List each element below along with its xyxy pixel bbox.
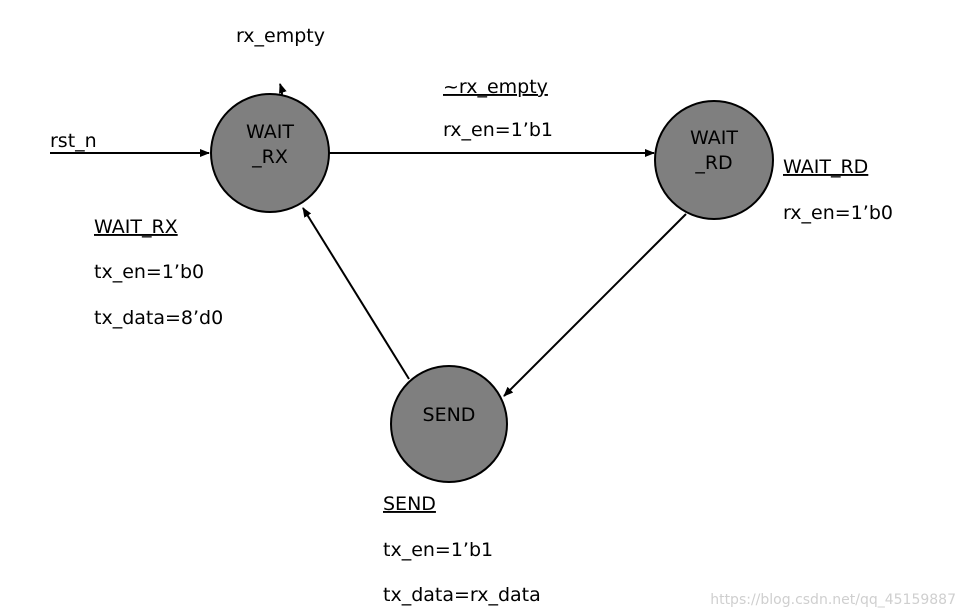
wait-rd-outputs-line1: rx_en=1’b0 [783, 202, 893, 224]
edge-send-to-wait-rx [302, 207, 410, 380]
send-outputs-line1: tx_en=1’b1 [383, 539, 493, 561]
reset-label: rst_n [50, 130, 97, 152]
wait-rd-outputs-title: WAIT_RD [783, 156, 868, 178]
state-wait-rd: WAIT _RD [654, 100, 774, 220]
state-wait-rd-circle [654, 100, 774, 220]
wait-rx-outputs-line1: tx_en=1’b0 [94, 261, 204, 283]
wait-rd-outputs: WAIT_RD rx_en=1’b0 [783, 156, 893, 224]
self-loop-label: rx_empty [236, 25, 325, 47]
state-wait-rx-label-line2: _RX [251, 146, 288, 168]
state-wait-rx: WAIT _RX [210, 93, 330, 213]
send-outputs: SEND tx_en=1’b1 tx_data=rx_data [383, 493, 541, 606]
transition-action-label: rx_en=1’b1 [443, 119, 553, 141]
state-wait-rx-circle [210, 93, 330, 213]
state-send-circle [390, 365, 508, 483]
send-outputs-line2: tx_data=rx_data [383, 584, 541, 606]
state-send: SEND [390, 365, 508, 483]
send-outputs-title: SEND [383, 493, 436, 515]
edge-wait-rd-to-send [503, 213, 687, 397]
watermark: https://blog.csdn.net/qq_45159887 [710, 592, 956, 608]
wait-rx-outputs-title: WAIT_RX [94, 216, 178, 238]
state-wait-rd-label-line2: _RD [694, 152, 732, 174]
transition-condition-label: ~rx_empty [443, 76, 548, 98]
wait-rx-outputs-line2: tx_data=8’d0 [94, 307, 223, 329]
state-send-label: SEND [423, 404, 476, 426]
state-wait-rx-label-line1: WAIT [246, 121, 294, 143]
state-wait-rd-label-line1: WAIT [690, 127, 738, 149]
wait-rx-outputs: WAIT_RX tx_en=1’b0 tx_data=8’d0 [94, 216, 223, 329]
